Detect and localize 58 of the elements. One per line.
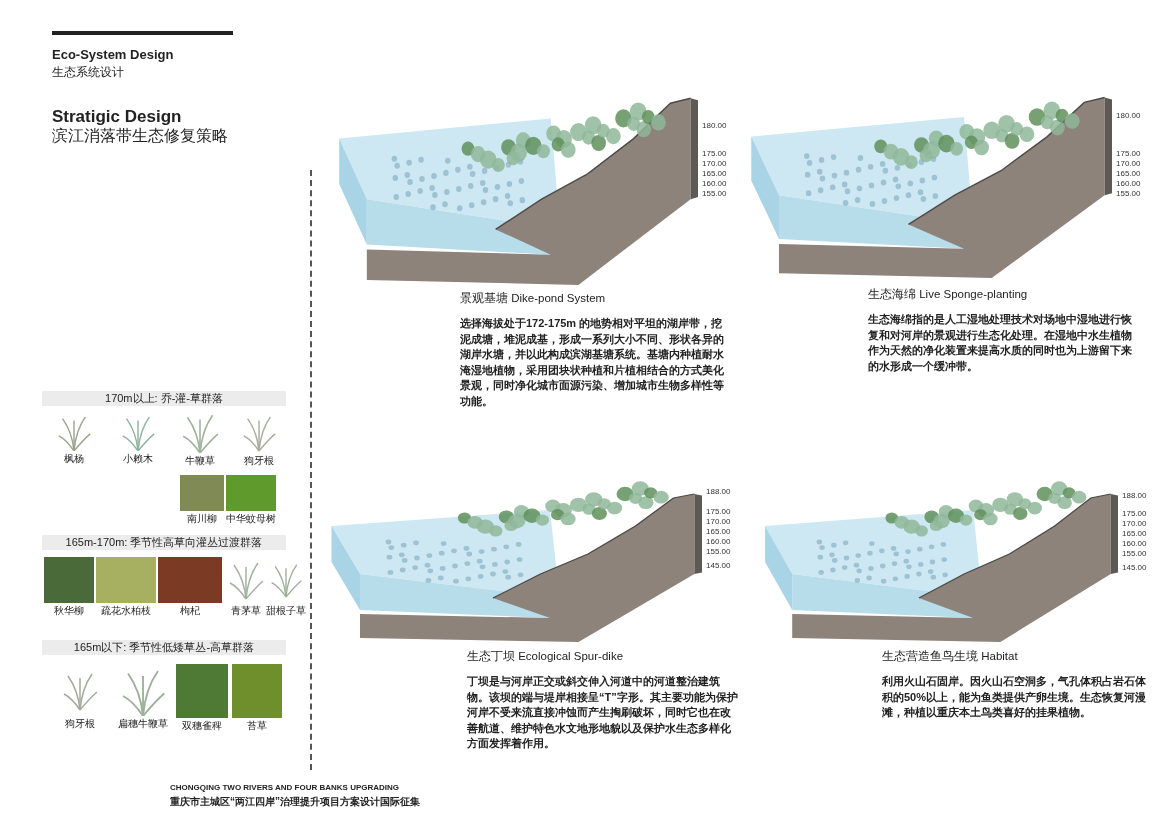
elevation-label: 160.00 (1116, 180, 1141, 188)
plant-name: 狗牙根 (65, 719, 95, 729)
elevation-label: 165.00 (706, 528, 731, 536)
footer-subtitle: 重庆市主城区“两江四岸”治理提升项目方案设计国际征集 (170, 795, 420, 809)
plant-name: 牛鞭草 (185, 456, 215, 466)
elevation-label: 155.00 (1116, 190, 1141, 198)
plant-name: 疏花水柏枝 (101, 606, 151, 616)
plant-name: 小赖木 (123, 454, 153, 464)
section-title: Eco-System Design (52, 46, 174, 64)
plant-name: 秋华柳 (54, 606, 84, 616)
plant-zone-band: 165m-170m: 季节性高草向灌丛过渡群落 (42, 535, 286, 550)
elevation-label: 155.00 (702, 190, 727, 198)
elevation-label: 165.00 (1122, 530, 1147, 538)
elevation-label: 145.00 (706, 562, 731, 570)
elevation-label: 180.00 (702, 122, 727, 130)
plant-zone-band: 165m以下: 季节性低矮草丛-高草群落 (42, 640, 286, 655)
plant-name: 枫杨 (64, 454, 84, 464)
elevation-label: 180.00 (1116, 112, 1141, 120)
panel-heading: 生态丁坝 Ecological Spur-dike (467, 649, 624, 664)
plant-name: 狗牙根 (244, 456, 274, 466)
elevation-label: 170.00 (1122, 520, 1147, 528)
section-subtitle: 生态系统设计 (52, 64, 124, 81)
elevation-label: 170.00 (706, 518, 731, 526)
panel-description: 利用火山石固岸。因火山石空洞多，气孔体积占岩石体积的50%以上，能为鱼类提供产卵生境。生态恢复河漫滩，种植以重庆本土鸟类喜好的挂果植物。 (882, 674, 1148, 720)
elevation-label: 160.00 (706, 538, 731, 546)
panel-description: 丁坝是与河岸正交或斜交伸入河道中的河道整治建筑物。该坝的端与堤岸相接呈“T”字形。其主要功能为保护河岸不受来流直接冲蚀而产生掏刷破坏，同时它也在改善航道、维护特色水文地形地貌以及保护水生态多样化方面发挥着作用。 (467, 674, 739, 751)
elevation-label: 175.00 (1122, 510, 1147, 518)
elevation-label: 188.00 (706, 488, 731, 496)
elevation-label: 165.00 (702, 170, 727, 178)
elevation-label: 170.00 (702, 160, 727, 168)
plant-zone-band: 170m以上: 乔-灌-草群落 (42, 391, 286, 406)
footer-title: CHONGQING TWO RIVERS AND FOUR BANKS UPGRADING (170, 782, 400, 794)
elevation-label: 170.00 (1116, 160, 1141, 168)
plant-name: 双穗雀稗 (182, 721, 222, 731)
elevation-label: 188.00 (1122, 492, 1147, 500)
plant-name: 扁穗牛鞭草 (118, 719, 168, 729)
panel-heading: 生态营造鱼鸟生境 Habitat (882, 649, 1018, 664)
plant-name: 青茅草 (231, 606, 261, 616)
elevation-label: 160.00 (702, 180, 727, 188)
plant-name: 甜根子草 (266, 606, 306, 616)
elevation-label: 155.00 (1122, 550, 1147, 558)
panel-heading: 生态海绵 Live Sponge-planting (868, 287, 1028, 302)
plant-name: 苔草 (247, 721, 267, 731)
elevation-label: 155.00 (706, 548, 731, 556)
panel-description: 生态海绵指的是人工湿地处理技术对场地中湿地进行恢复和对河岸的景观进行生态化处理。在湿地中水生植物作为天然的净化装置来提高水质的同时也为上游留下来的水形成一个缓冲带。 (868, 312, 1133, 374)
plant-name: 中华蚊母树 (226, 514, 276, 524)
elevation-label: 175.00 (706, 508, 731, 516)
panel-heading: 景观基塘 Dike-pond System (460, 291, 606, 306)
elevation-label: 175.00 (702, 150, 727, 158)
elevation-label: 160.00 (1122, 540, 1147, 548)
elevation-label: 145.00 (1122, 564, 1147, 572)
plant-name: 南川柳 (187, 514, 217, 524)
page-title: Stratigic Design (52, 106, 182, 127)
elevation-label: 165.00 (1116, 170, 1141, 178)
plant-name: 枸杞 (180, 606, 200, 616)
elevation-label: 175.00 (1116, 150, 1141, 158)
panel-description: 选择海拔处于172-175m 的地势相对平坦的湖岸带，挖泥成塘，堆泥成基，形成一系列大小不同、形状各异的湖岸水塘，并以此构成滨湖基塘系统。基塘内种植耐水淹湿地植物，采用团块状种植和片植相结合的方式美化景观，同时净化城市面源污染、增加城市生物多样性等功能。 (460, 316, 725, 409)
page-subtitle: 滨江消落带生态修复策略 (52, 126, 228, 146)
